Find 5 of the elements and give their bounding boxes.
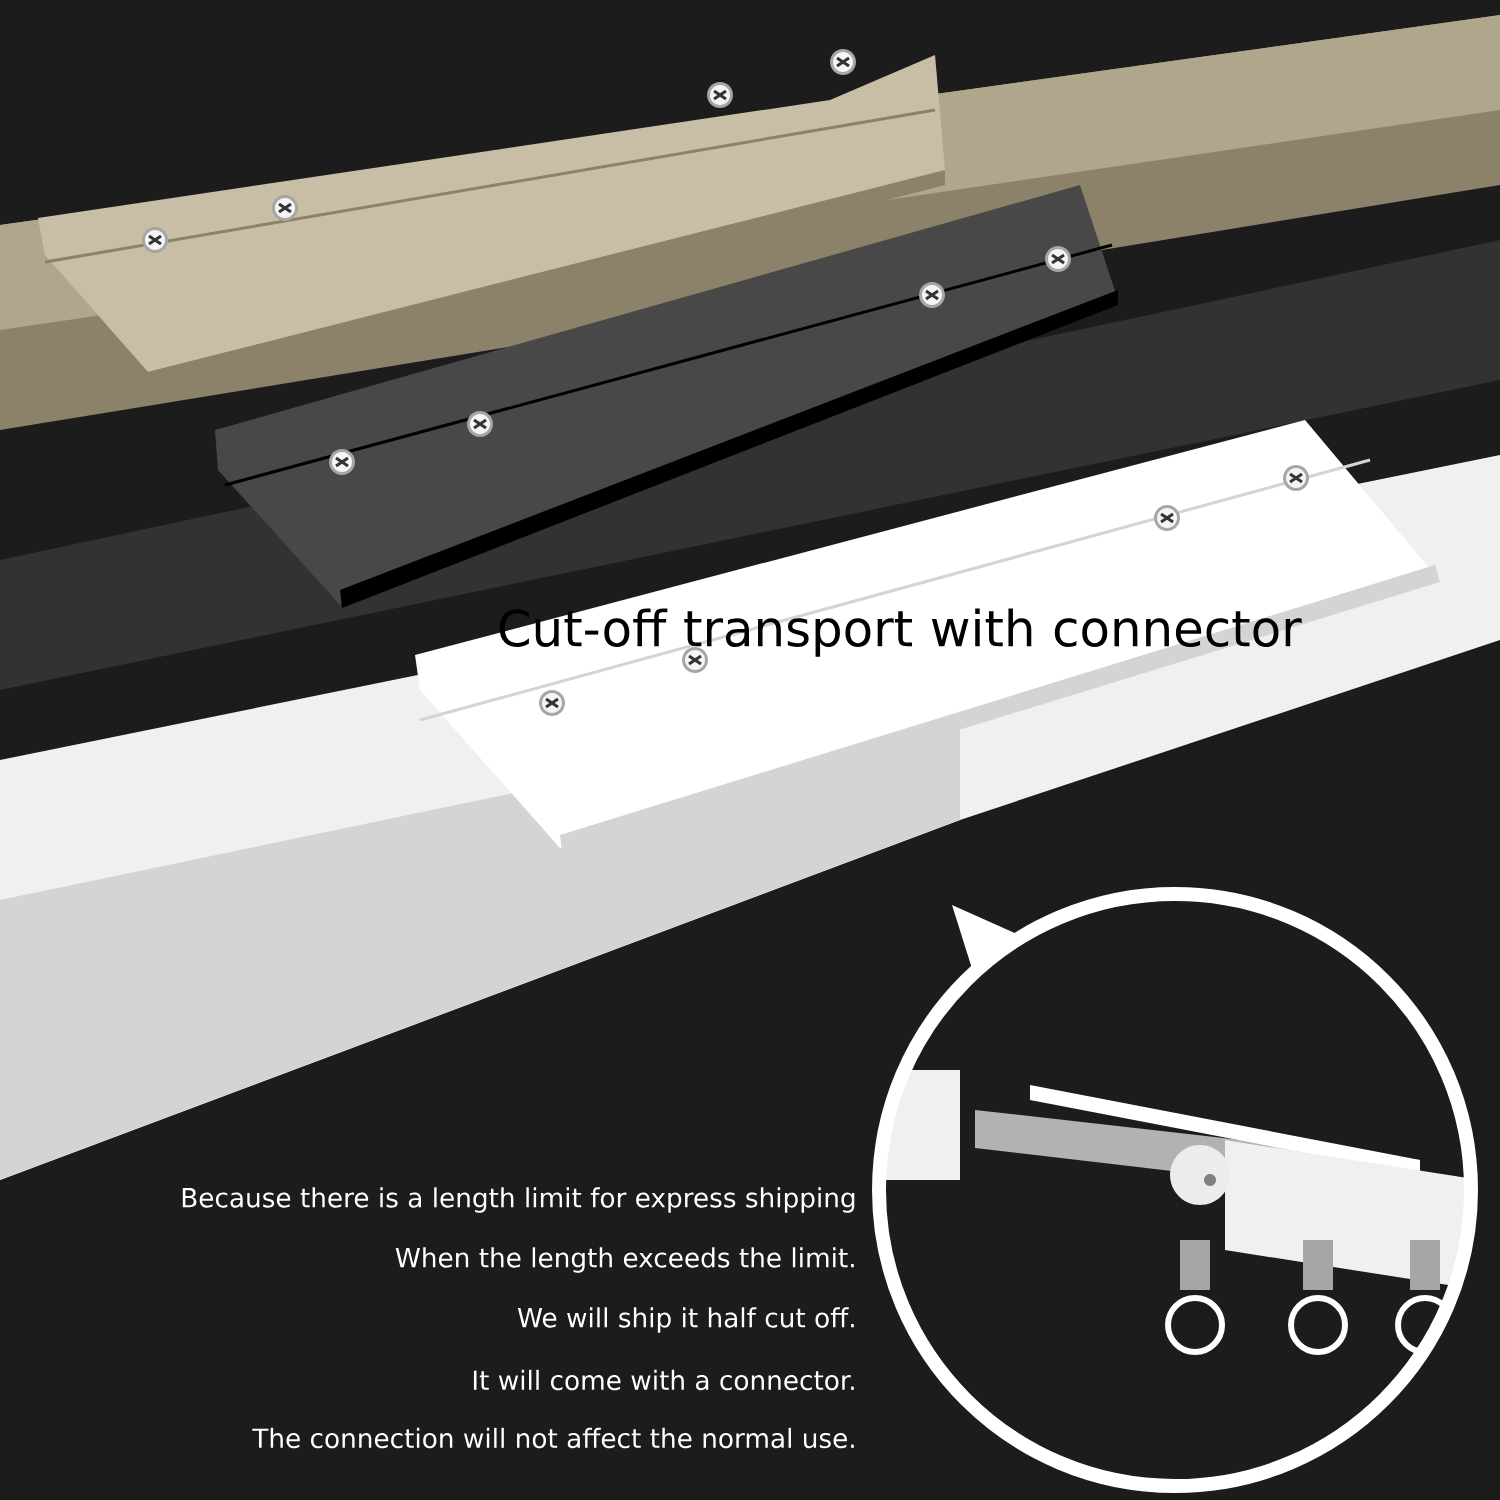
caption-line: It will come with a connector. bbox=[473, 1369, 854, 1391]
caption-line: When the length exceeds the limit. bbox=[395, 1247, 854, 1273]
caption-line: The connection will not affect the normal use. bbox=[252, 1427, 854, 1449]
caption-line: We will ship it half cut off. bbox=[517, 1307, 854, 1333]
caption-line: Because there is a length limit for express shipping bbox=[182, 1187, 855, 1213]
